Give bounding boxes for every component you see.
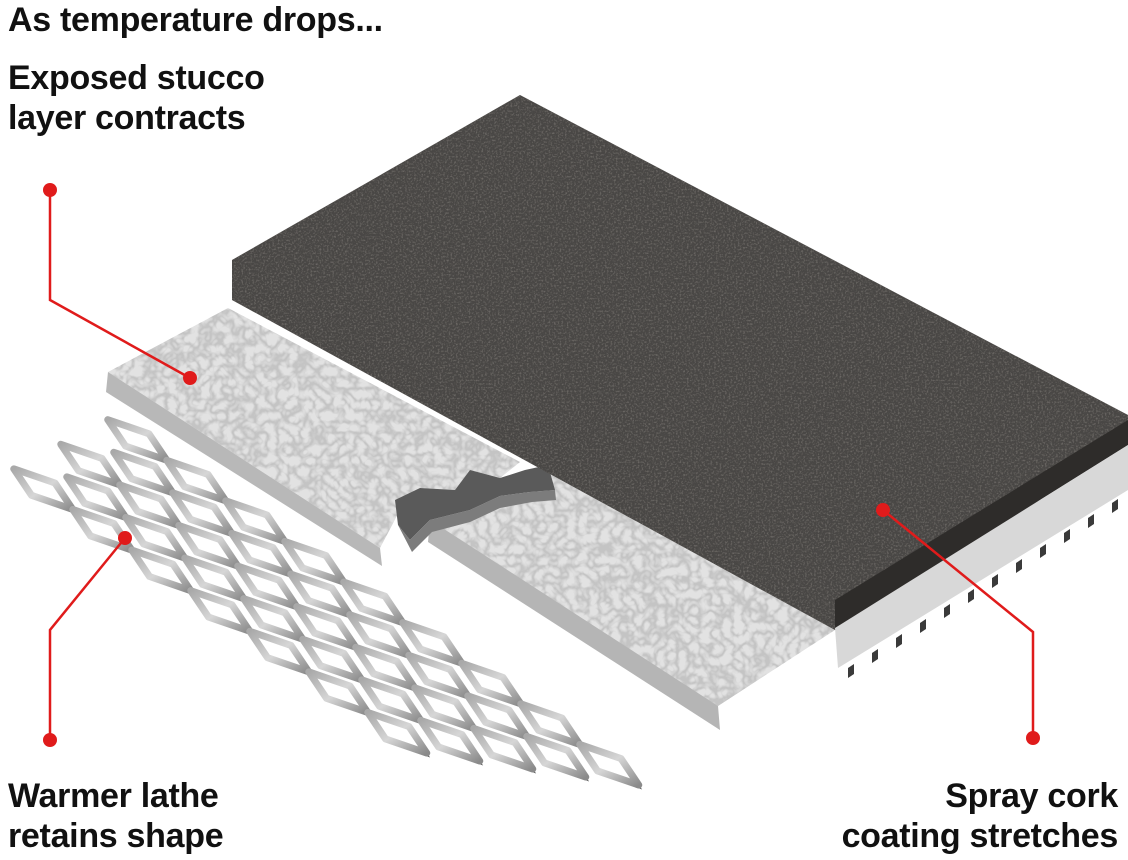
cork-rib <box>1040 544 1046 558</box>
metal-lathe <box>10 416 643 790</box>
stucco-callout-line1: Exposed stucco <box>8 59 265 97</box>
lathe-cell <box>523 732 590 781</box>
cork-coating <box>232 95 1128 678</box>
lathe-callout-line <box>48 537 126 740</box>
lathe-cell <box>364 708 431 757</box>
cork-rib <box>1016 559 1022 573</box>
stucco-crack-edge <box>398 490 556 552</box>
stucco-crack <box>395 465 555 540</box>
cork-rib <box>896 634 902 648</box>
cork-callout-line <box>882 509 1035 738</box>
cork-callout-dot-top <box>876 503 890 517</box>
lathe-cell <box>417 716 484 765</box>
cork-backing <box>835 445 1128 668</box>
callout-lines <box>43 183 1040 747</box>
cork-callout-line1: Spray cork <box>945 777 1118 815</box>
stucco-callout-dot-top <box>43 183 57 197</box>
cork-rib <box>848 664 854 678</box>
stucco-callout-line <box>48 190 191 380</box>
lathe-callout-dot-top <box>118 531 132 545</box>
cork-callout-line2: coating stretches <box>841 817 1119 855</box>
stucco-callout-dot-bottom <box>183 371 197 385</box>
cork-rib <box>992 574 998 588</box>
lathe-callout-line1: Warmer lathe <box>8 777 219 815</box>
stucco-side-left <box>106 372 382 566</box>
diagram-heading: As temperature drops... <box>8 1 383 39</box>
cork-rib <box>872 649 878 663</box>
cork-rib <box>944 604 950 618</box>
stucco-top-left <box>108 308 520 548</box>
lathe-callout-line2: retains shape <box>8 817 224 855</box>
cork-rib <box>968 589 974 603</box>
stucco-top-right <box>430 462 910 706</box>
cork-rib <box>1064 529 1070 543</box>
stucco-layer <box>106 308 910 730</box>
lathe-cell <box>576 740 643 789</box>
lathe-callout-dot-bottom <box>43 733 57 747</box>
cork-callout-dot-bottom <box>1026 731 1040 745</box>
stucco-side-right <box>428 520 720 730</box>
cork-rib <box>920 619 926 633</box>
cork-backing-ribs <box>848 499 1118 678</box>
cork-rib <box>1088 514 1094 528</box>
cork-callout-label: Spray cork coating stretches <box>841 776 1119 856</box>
lathe-callout-label: Warmer lathe retains shape <box>8 776 224 856</box>
cork-top <box>232 95 1128 630</box>
stucco-callout-line2: layer contracts <box>8 99 246 137</box>
cork-front <box>835 420 1128 628</box>
stucco-callout-label: Exposed stucco layer contracts <box>8 58 265 138</box>
lathe-cell <box>470 724 537 773</box>
cork-rib <box>1112 499 1118 513</box>
